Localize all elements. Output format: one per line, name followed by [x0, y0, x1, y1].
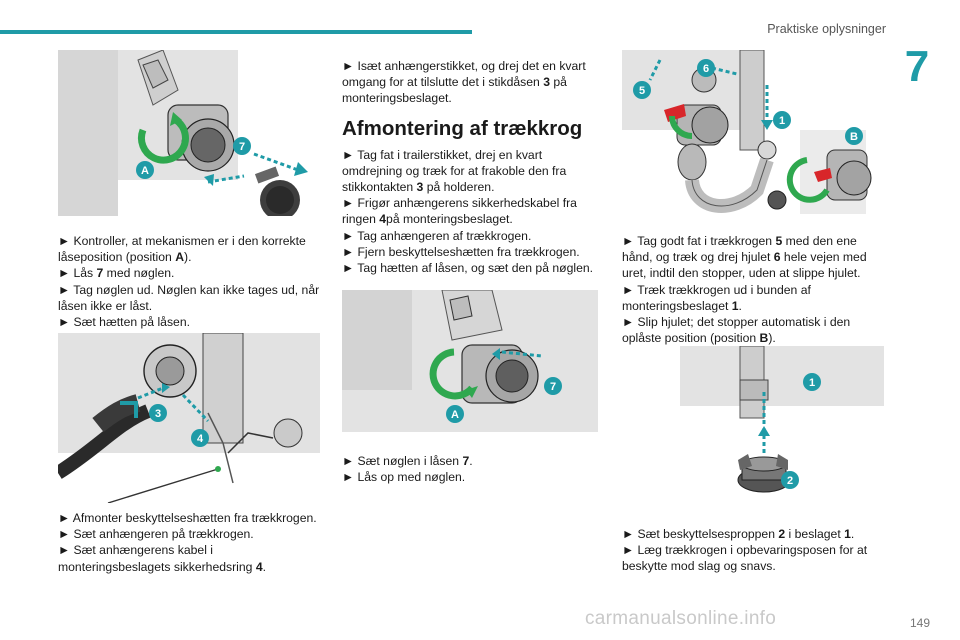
figure-lock-key: 7 A — [342, 290, 598, 432]
figure-lock-cap: 7 A — [58, 50, 320, 216]
callout-A: A — [451, 409, 459, 421]
col2-text: ► Isæt anhængerstikket, og drej det en k… — [342, 58, 600, 276]
callout-2: 2 — [787, 475, 793, 487]
figure-protective-plug: 1 2 — [680, 346, 884, 508]
section-heading: Afmontering af trækkrog — [342, 116, 583, 140]
callout-1: 1 — [779, 115, 785, 127]
watermark: carmanualsonline.info — [585, 608, 777, 629]
figure-trailer-connect: 3 4 — [58, 333, 320, 503]
callout-A: A — [141, 165, 149, 177]
callout-7: 7 — [550, 381, 556, 393]
page-number: 149 — [909, 616, 930, 630]
col3-text2: ► Sæt beskyttelsesproppen 2 i beslaget 1… — [622, 527, 868, 574]
callout-4: 4 — [197, 433, 204, 445]
section-title: Praktiske oplysninger — [767, 22, 886, 36]
callout-B: B — [850, 131, 858, 143]
figure-towbar-removal: 6 5 1 B — [622, 50, 884, 222]
callout-6: 6 — [703, 63, 709, 75]
col2-text-after: ► Sæt nøglen i låsen 7. ► Lås op med nøg… — [342, 454, 473, 485]
col3-text1: ► Tag godt fat i trækkrogen 5 med den en… — [622, 234, 867, 346]
header-accent-bar — [0, 30, 472, 34]
col1-text1: ► Kontroller, at mekanismen er i den kor… — [58, 234, 320, 330]
chapter-number: 7 — [904, 42, 930, 91]
callout-5: 5 — [639, 85, 645, 97]
callout-7: 7 — [239, 141, 245, 153]
callout-1: 1 — [809, 377, 815, 389]
callout-3: 3 — [155, 408, 161, 420]
col1-text2: ► Afmonter beskyttelseshætten fra trækkr… — [58, 511, 317, 574]
